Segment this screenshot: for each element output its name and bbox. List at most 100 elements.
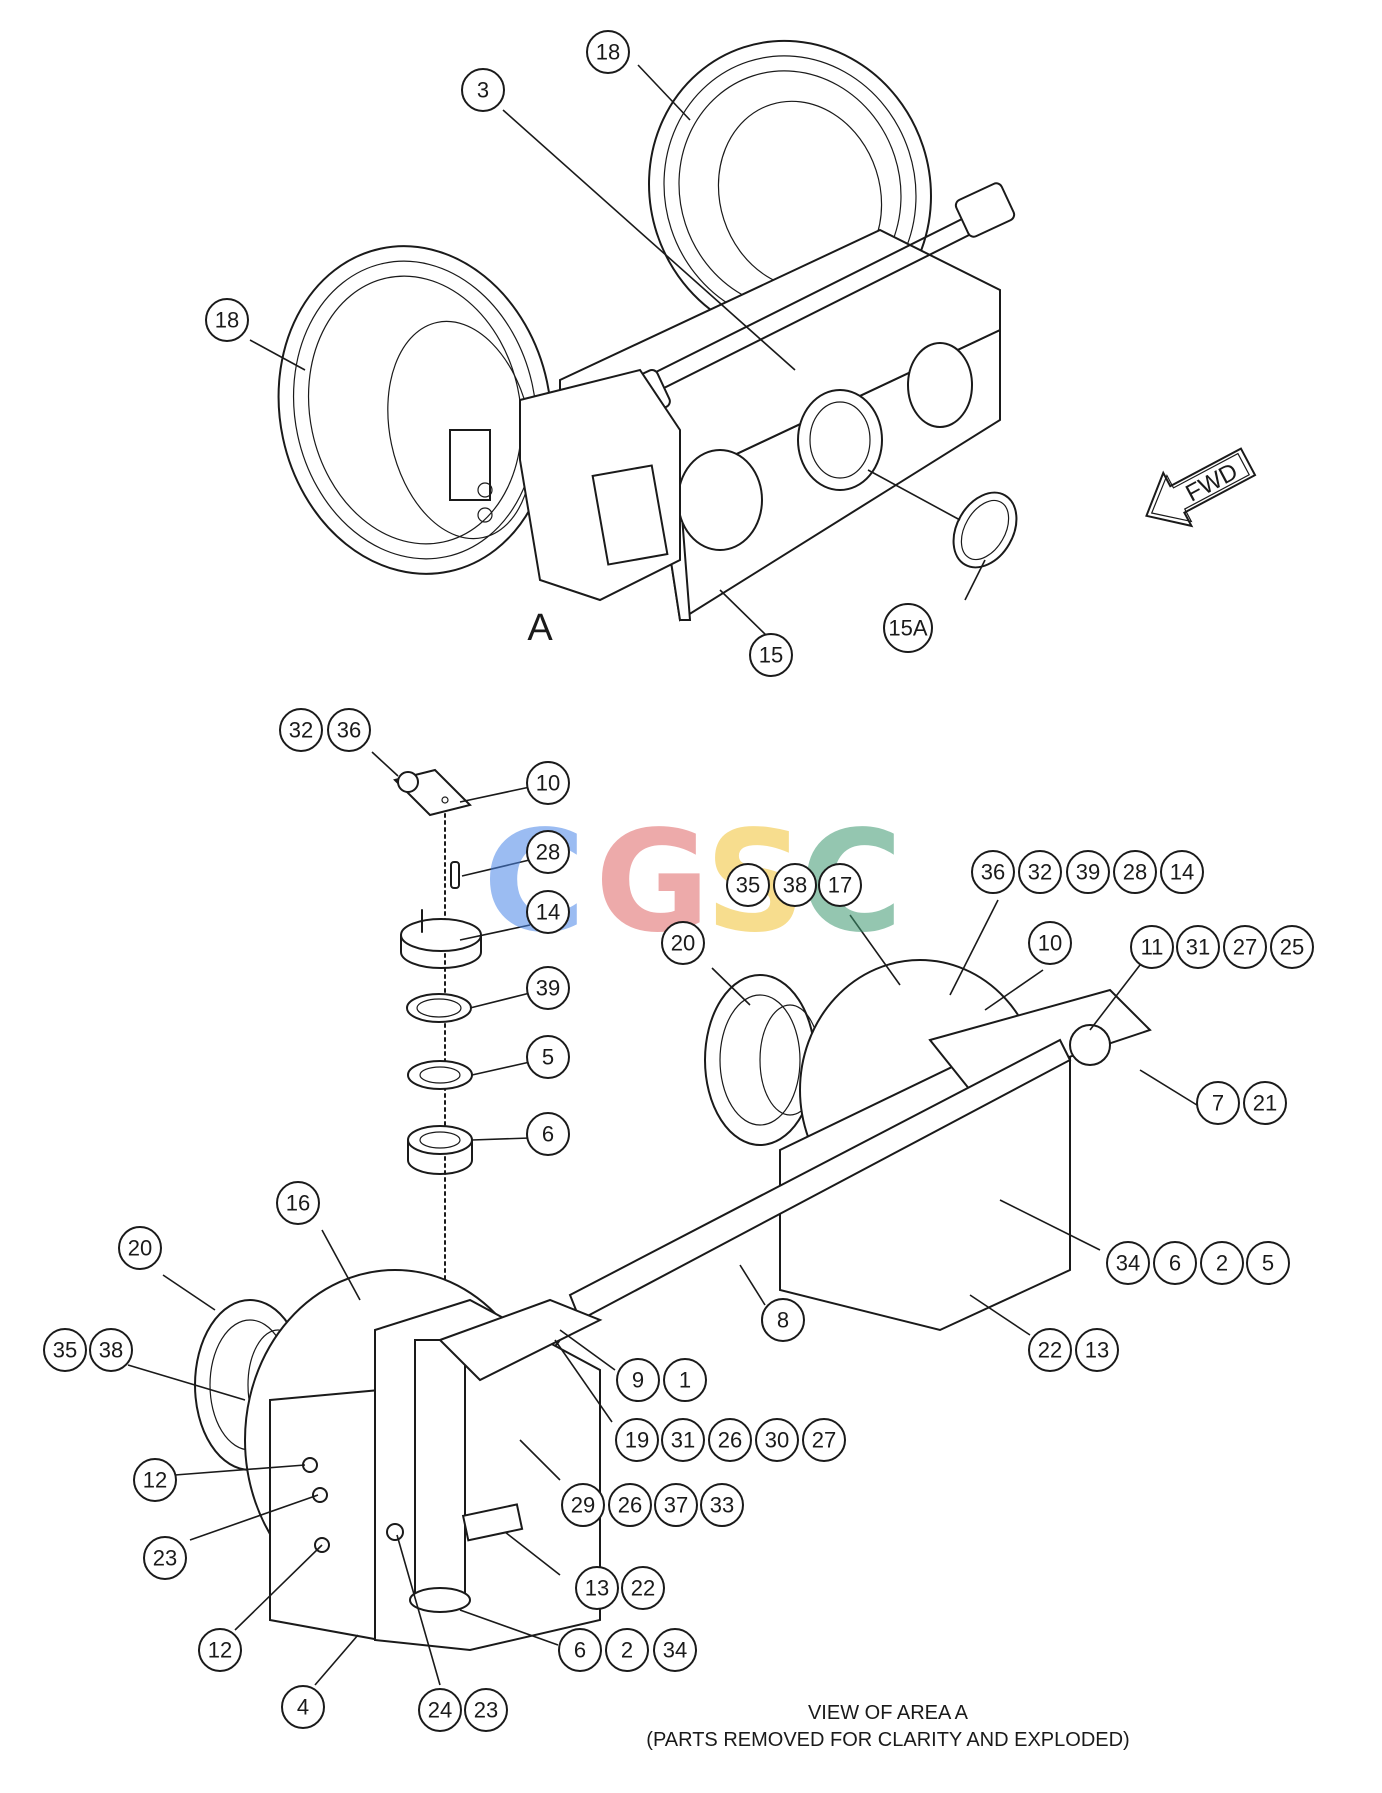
svg-text:29: 29 [571,1493,595,1518]
seal [407,1125,473,1155]
svg-text:31: 31 [1186,935,1210,960]
svg-text:33: 33 [710,1493,734,1518]
callout-bubble: 38 [89,1328,133,1372]
exploded-stack [393,768,482,1321]
callout-bubble: 14 [526,890,570,934]
svg-text:2: 2 [621,1638,633,1663]
svg-text:9: 9 [632,1368,644,1393]
callout-bubble: 20 [118,1226,162,1270]
svg-text:13: 13 [585,1576,609,1601]
svg-text:35: 35 [736,873,760,898]
callout-bubble: 23 [143,1536,187,1580]
svg-text:22: 22 [1038,1338,1062,1363]
svg-text:36: 36 [337,718,361,743]
callout-bubble: 23 [464,1688,508,1732]
end-bracket [519,368,681,602]
housing-left [244,1269,603,1652]
svg-text:4: 4 [297,1695,309,1720]
callout-bubble: 27 [802,1418,846,1462]
svg-text:32: 32 [289,718,313,743]
callout-bubble: 8 [761,1298,805,1342]
callout-bubble: 26 [608,1483,652,1527]
svg-text:31: 31 [671,1428,695,1453]
callout-bubble: 14 [1160,850,1204,894]
callout-bubble: 35 [43,1328,87,1372]
svg-text:30: 30 [765,1428,789,1453]
callout-bubble: 4 [281,1685,325,1729]
caption-subtitle: (PARTS REMOVED FOR CLARITY AND EXPLODED) [646,1729,1129,1751]
callout-bubble: 34 [653,1628,697,1672]
svg-text:26: 26 [718,1428,742,1453]
upper-assembly: A [277,39,1018,649]
svg-text:2: 2 [1216,1251,1228,1276]
svg-text:39: 39 [536,976,560,1001]
callout-bubble: 15A [883,603,933,653]
svg-text:21: 21 [1253,1091,1277,1116]
callout-bubble: 32 [1018,850,1062,894]
callout-bubble: 12 [198,1628,242,1672]
svg-text:28: 28 [1123,860,1147,885]
svg-text:18: 18 [215,308,239,333]
callout-bubble: 37 [654,1483,698,1527]
svg-text:15: 15 [759,643,783,668]
svg-text:20: 20 [128,1236,152,1261]
leader-lines [127,64,1206,1686]
svg-text:10: 10 [1038,931,1062,956]
callout-bubble: 36 [971,850,1015,894]
svg-text:23: 23 [474,1698,498,1723]
svg-text:14: 14 [1170,860,1194,885]
svg-text:13: 13 [1085,1338,1109,1363]
callout-bubble: 12 [133,1458,177,1502]
svg-text:18: 18 [596,40,620,65]
callout-bubble: 28 [526,830,570,874]
callout-bubble: 24 [418,1688,462,1732]
svg-text:6: 6 [1169,1251,1181,1276]
callout-bubble: 25 [1270,925,1314,969]
callout-bubble: 22 [1028,1328,1072,1372]
svg-text:38: 38 [99,1338,123,1363]
callout-bubble: 1 [663,1358,707,1402]
callout-bubble: 38 [773,863,817,907]
callout-bubble: 36 [327,708,371,752]
callout-bubble: 34 [1106,1241,1150,1285]
callout-bubble: 26 [708,1418,752,1462]
svg-text:15A: 15A [888,616,927,641]
svg-text:16: 16 [286,1191,310,1216]
callout-bubble: 39 [1066,850,1110,894]
callout-bubble: 7 [1196,1081,1240,1125]
svg-text:6: 6 [574,1638,586,1663]
callout-bubble: 19 [615,1418,659,1462]
svg-text:32: 32 [1028,860,1052,885]
svg-text:35: 35 [53,1338,77,1363]
svg-text:37: 37 [664,1493,688,1518]
svg-text:17: 17 [828,873,852,898]
svg-text:8: 8 [777,1308,789,1333]
callout-bubble: 32 [279,708,323,752]
callout-bubble: 20 [661,921,705,965]
callout-bubble: 6 [558,1628,602,1672]
svg-text:36: 36 [981,860,1005,885]
watermark: C G S C [483,801,903,964]
lower-assembly [194,959,1152,1652]
callout-bubble: 15 [749,633,793,677]
svg-text:38: 38 [783,873,807,898]
svg-text:26: 26 [618,1493,642,1518]
svg-text:19: 19 [625,1428,649,1453]
callout-bubble: 13 [575,1566,619,1610]
washer-5 [407,1060,473,1090]
callout-bubble: 18 [586,30,630,74]
callout-bubble: 16 [276,1181,320,1225]
callout-bubble: 33 [700,1483,744,1527]
callout-bubble: 6 [1153,1241,1197,1285]
callout-bubble: 31 [1176,925,1220,969]
svg-text:14: 14 [536,900,560,925]
pin [450,861,460,889]
fwd-arrow: FWD [1145,447,1257,528]
svg-text:7: 7 [1212,1091,1224,1116]
svg-text:5: 5 [542,1045,554,1070]
callouts: 18 3 18 15A 15 32 36 10 28 14 39 5 6 35 … [43,30,1314,1732]
svg-text:27: 27 [1233,935,1257,960]
callout-bubble: 30 [755,1418,799,1462]
callout-bubble: 5 [526,1035,570,1079]
